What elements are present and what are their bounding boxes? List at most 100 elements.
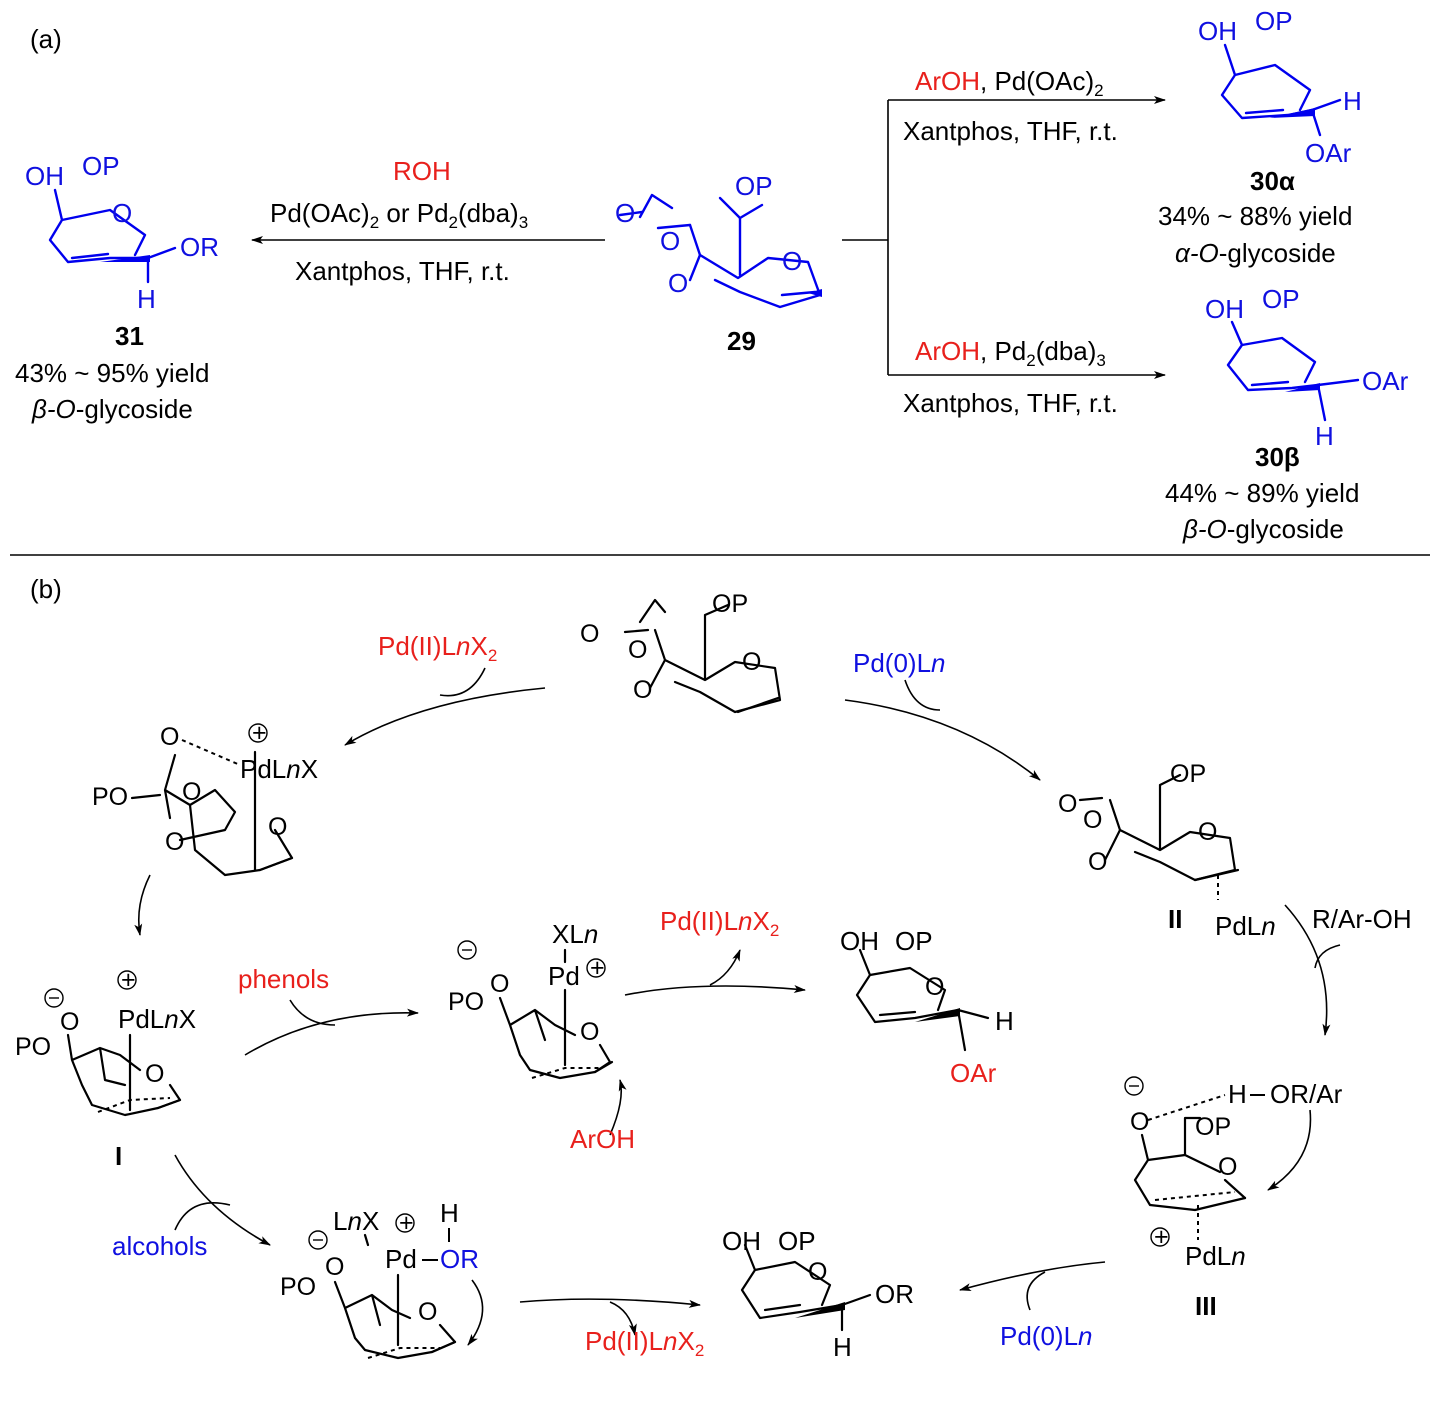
top-reagent: ArOH, Pd(OAc)2 [915, 66, 1104, 100]
b-left-o3: O [165, 828, 184, 856]
c30a-oh: OH [1198, 16, 1237, 46]
b-oar-oh: OH [840, 926, 879, 956]
c30a-label: 30α [1250, 166, 1295, 196]
b-aroh-below: ArOH [570, 1124, 635, 1154]
arrow-top-left [344, 687, 546, 746]
c31-op: OP [82, 151, 120, 181]
b-prod-h: H [833, 1332, 852, 1362]
arrow-to-I [134, 874, 151, 936]
b-alcohol-complex: LnX + H Pd OR PO O O [280, 1198, 484, 1360]
b-I-pdlnx: PdLnX [118, 1004, 196, 1034]
arrow-to-oar [624, 984, 806, 996]
b-prod-or: OR [875, 1279, 914, 1309]
c30b-label: 30β [1255, 442, 1300, 472]
b-alcohols: alcohols [112, 1231, 207, 1261]
b-alc-o2: O [418, 1298, 437, 1326]
b-III-label: III [1195, 1291, 1217, 1321]
left-conditions: Xantphos, THF, r.t. [295, 256, 510, 286]
c31-h: H [137, 284, 156, 314]
plus-sign-alc: + [399, 1209, 414, 1237]
b-oar-oar: OAr [950, 1058, 997, 1088]
arrow-pd0-out [1026, 1271, 1046, 1311]
c30a-op: OP [1255, 6, 1293, 36]
c31-label: 31 [115, 321, 144, 351]
b-left-o4: O [268, 813, 287, 841]
b-alc-lnx: LnX [333, 1206, 379, 1236]
c30a-oar: OAr [1305, 138, 1352, 168]
b-left-o-top: O [160, 723, 179, 751]
b-III-h: H [1228, 1079, 1247, 1109]
b-top-op: OP [712, 590, 748, 618]
b-raroh: R/Ar-OH [1312, 904, 1412, 934]
c29-op: OP [735, 171, 773, 201]
c30b-glyco: β-O-glycoside [1182, 514, 1344, 544]
c30a-glyco: α-O-glycoside [1175, 238, 1336, 268]
b-pd2-top: Pd(II)LnX2 [378, 631, 497, 665]
c29-o-carbonyl: O [615, 198, 635, 228]
b-prod-op: OP [778, 1226, 816, 1256]
c31-yield: 43% ~ 95% yield [15, 358, 209, 388]
b-oar-op: OP [895, 926, 933, 956]
c31-oh: OH [25, 161, 64, 191]
c30b-yield: 44% ~ 89% yield [1165, 478, 1359, 508]
bottom-conditions: Xantphos, THF, r.t. [903, 388, 1118, 418]
b-II-o1: O [1058, 790, 1077, 818]
plus-sign-I: + [121, 966, 136, 994]
c29-o-ring1: O [660, 226, 680, 256]
plus-sign: + [252, 719, 267, 747]
arrow-top-left-in [439, 667, 486, 697]
b-III-complex: O H OR/Ar OP O + PdLn III [1124, 1076, 1343, 1321]
b-phen-o2: O [580, 1018, 599, 1046]
c30b-oar: OAr [1362, 366, 1409, 396]
b-pd2-bottom: Pd(II)LnX2 [585, 1326, 704, 1360]
arrow-III-to-product [959, 1261, 1106, 1291]
b-top-o3: O [633, 676, 652, 704]
arrow-alc-to-or [519, 1298, 701, 1308]
c29-o-pyran: O [782, 246, 802, 276]
b-I-po: PO [15, 1033, 51, 1061]
plus-sign-III: + [1154, 1223, 1169, 1251]
b-II-pdln: PdLn [1215, 911, 1276, 941]
b-prod-o: O [808, 1258, 827, 1286]
arrow-pd2-out-top [709, 949, 741, 986]
b-II-o2: O [1083, 806, 1102, 834]
b-III-o2: O [1218, 1153, 1237, 1181]
b-phen-po: PO [448, 988, 484, 1016]
top-conditions: Xantphos, THF, r.t. [903, 116, 1118, 146]
arrow-top-right [844, 699, 1041, 781]
b-top-o1: O [580, 620, 599, 648]
arrow-alcohols [174, 1154, 271, 1246]
plus-sign-phen: + [590, 954, 605, 982]
b-oar-h: H [995, 1006, 1014, 1036]
b-III-pdln: PdLn [1185, 1241, 1246, 1271]
b-alc-po: PO [280, 1273, 316, 1301]
b-II-o3: O [1088, 848, 1107, 876]
b-phen-pd: Pd [548, 961, 580, 991]
panel-a-label: (a) [30, 24, 62, 54]
c31-o: O [112, 198, 132, 228]
c30b-h: H [1315, 421, 1334, 451]
b-III-orar: OR/Ar [1270, 1079, 1343, 1109]
b-product-or: OH OP O OR H [722, 1226, 914, 1362]
b-III-op: OP [1195, 1113, 1231, 1141]
b-top-carbonate: OP O O O O [580, 590, 782, 714]
b-pd0-top: Pd(0)Ln [853, 648, 946, 678]
arrow-II-to-III [1284, 904, 1331, 1036]
left-reagent-roh: ROH [393, 156, 451, 186]
b-I-o1: O [60, 1008, 79, 1036]
b-pd0-bottom: Pd(0)Ln [1000, 1321, 1093, 1351]
panel-b-label: (b) [30, 574, 62, 604]
compound-30a-structure: OH OP H OAr 30α 34% ~ 88% yield α-O-glyc… [1158, 6, 1362, 268]
bottom-reagent: ArOH, Pd2(dba)3 [915, 336, 1106, 370]
c30a-h: H [1343, 86, 1362, 116]
b-alc-or: OR [440, 1244, 479, 1274]
b-phen-o1: O [490, 970, 509, 998]
b-alc-pd: Pd [385, 1244, 417, 1274]
b-phen-xln: XLn [552, 919, 598, 949]
c29-label: 29 [727, 326, 756, 356]
b-left-complex: + O PdLnX PO O O O [92, 719, 318, 877]
b-III-o: O [1130, 1108, 1149, 1136]
b-left-pdlnx: PdLnX [240, 754, 318, 784]
